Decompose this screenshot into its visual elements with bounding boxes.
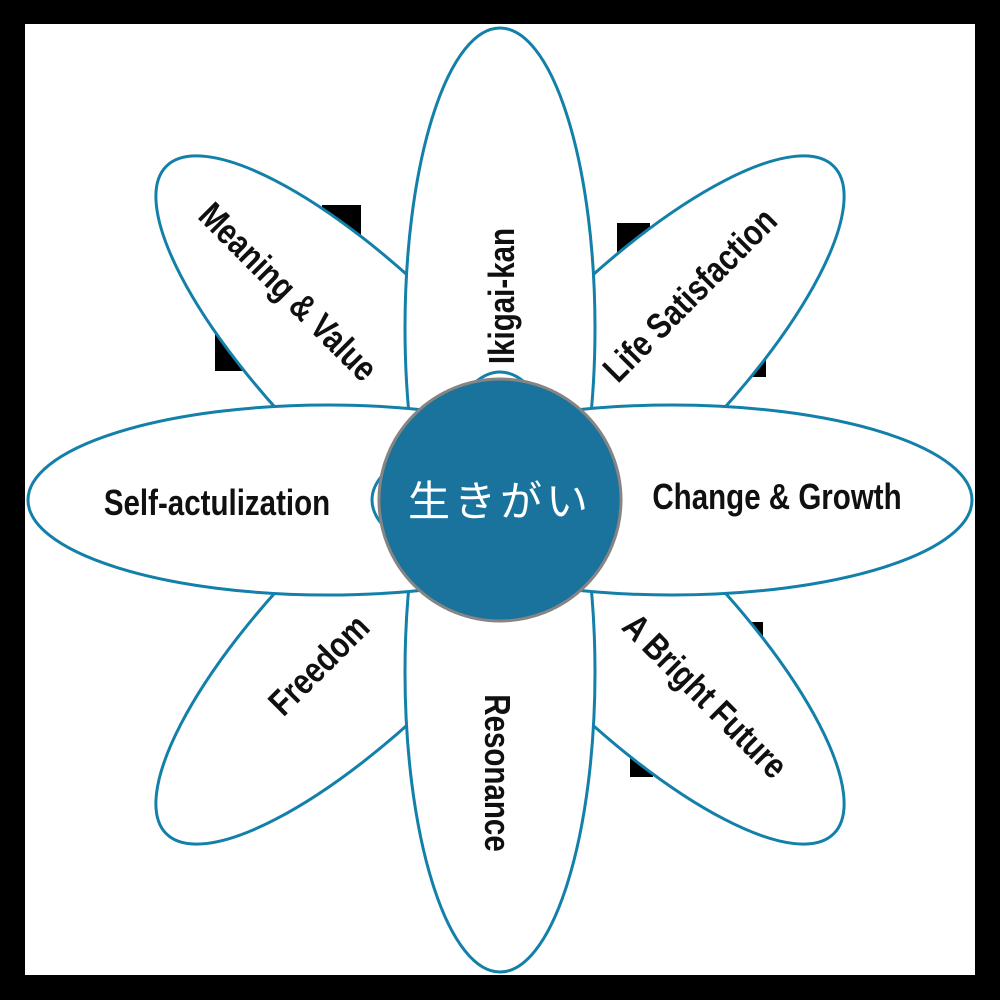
petal-label-ikigai-kan: Ikigai-kan xyxy=(481,227,522,365)
petal-label-self-actulization: Self-actulization xyxy=(103,482,331,523)
center-label: 生きがい xyxy=(407,477,593,526)
petal-label-change-growth: Change & Growth xyxy=(652,476,902,517)
center-circle xyxy=(377,377,623,623)
petal-label-resonance: Resonance xyxy=(477,694,518,852)
